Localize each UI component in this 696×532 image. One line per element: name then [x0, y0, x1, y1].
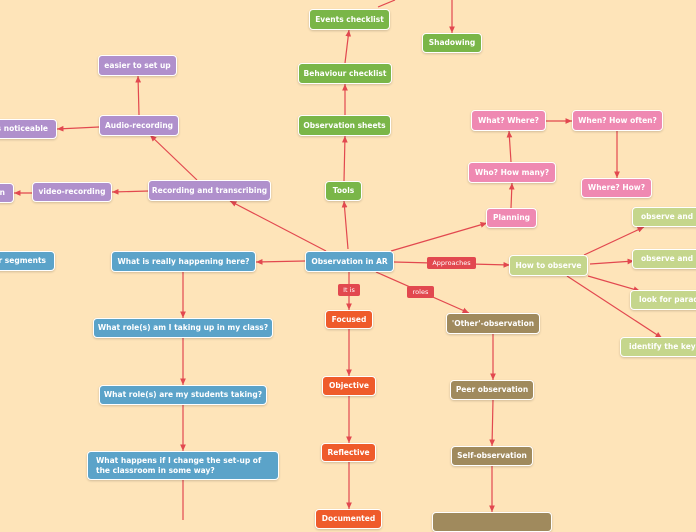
connector-line: [255, 258, 306, 265]
node-who-how-many[interactable]: Who? How many?: [468, 162, 556, 183]
connector-line: [111, 188, 150, 195]
node-clipped-bottom[interactable]: [432, 512, 552, 532]
node-observe-and-2[interactable]: observe and n: [632, 249, 696, 269]
connector-line: [566, 275, 663, 339]
node-peer-observation[interactable]: Peer observation: [450, 380, 534, 400]
connector-line: [56, 125, 100, 132]
connector-line: [587, 275, 641, 292]
node-setup-change[interactable]: What happens if I change the set-up of t…: [87, 451, 279, 480]
link-label-roles: roles: [407, 286, 434, 298]
connector-line: [377, 0, 396, 8]
node-roles-students-take[interactable]: What role(s) are my students taking?: [99, 385, 267, 405]
node-recording-transcribing[interactable]: Recording and transcribing: [148, 180, 271, 201]
link-label-approaches: Approaches: [427, 257, 476, 269]
node-behaviour-checklist[interactable]: Behaviour checklist: [298, 63, 392, 84]
node-events-checklist[interactable]: Events checklist: [309, 9, 390, 30]
node-when-how-often[interactable]: When? How often?: [572, 110, 663, 131]
node-reflective[interactable]: Reflective: [321, 443, 376, 462]
node-planning[interactable]: Planning: [486, 208, 537, 228]
node-objective[interactable]: Objective: [322, 376, 376, 396]
node-roles-i-take[interactable]: What role(s) am I taking up in my class?: [93, 318, 273, 338]
node-focused[interactable]: Focused: [325, 310, 373, 329]
connector-line: [589, 258, 635, 265]
node-observation-in-ar[interactable]: Observation in AR: [305, 251, 394, 272]
node-what-where[interactable]: What? Where?: [471, 110, 546, 131]
connector-line: [489, 399, 496, 447]
node-segments[interactable]: ar segments: [0, 251, 55, 271]
connector-line: [583, 226, 645, 256]
connector-line: [506, 130, 513, 163]
connector-line: [341, 200, 349, 250]
connector-line: [341, 135, 348, 182]
node-where-how[interactable]: Where? How?: [581, 178, 652, 198]
node-other-observation[interactable]: 'Other'-observation: [446, 313, 540, 334]
connector-line: [229, 200, 327, 252]
connector-line: [135, 75, 142, 116]
node-identify-key[interactable]: identify the key p: [620, 337, 696, 357]
node-how-to-observe[interactable]: How to observe: [509, 255, 588, 276]
node-video-recording[interactable]: video-recording: [32, 182, 112, 202]
connector-line: [390, 222, 488, 252]
node-shadowing[interactable]: Shadowing: [422, 33, 482, 53]
node-observe-and-1[interactable]: observe and n: [632, 207, 696, 227]
node-clipped-left[interactable]: on: [0, 183, 14, 203]
connector-line: [508, 182, 515, 209]
node-tools[interactable]: Tools: [325, 181, 362, 201]
node-look-for-parade[interactable]: look for parade: [630, 290, 696, 310]
node-really-happening[interactable]: What is really happening here?: [111, 251, 256, 272]
node-easier-to-set-up[interactable]: easier to set up: [98, 55, 177, 76]
connector-line: [149, 134, 198, 181]
connector-line: [344, 29, 352, 64]
node-self-observation[interactable]: Self-observation: [451, 446, 533, 466]
node-less-noticeable[interactable]: s noticeable: [0, 119, 57, 139]
node-documented[interactable]: Documented: [315, 509, 382, 529]
node-observation-sheets[interactable]: Observation sheets: [298, 115, 391, 136]
node-audio-recording[interactable]: Audio-recording: [99, 115, 179, 136]
link-label-it-is: It is: [338, 284, 360, 296]
